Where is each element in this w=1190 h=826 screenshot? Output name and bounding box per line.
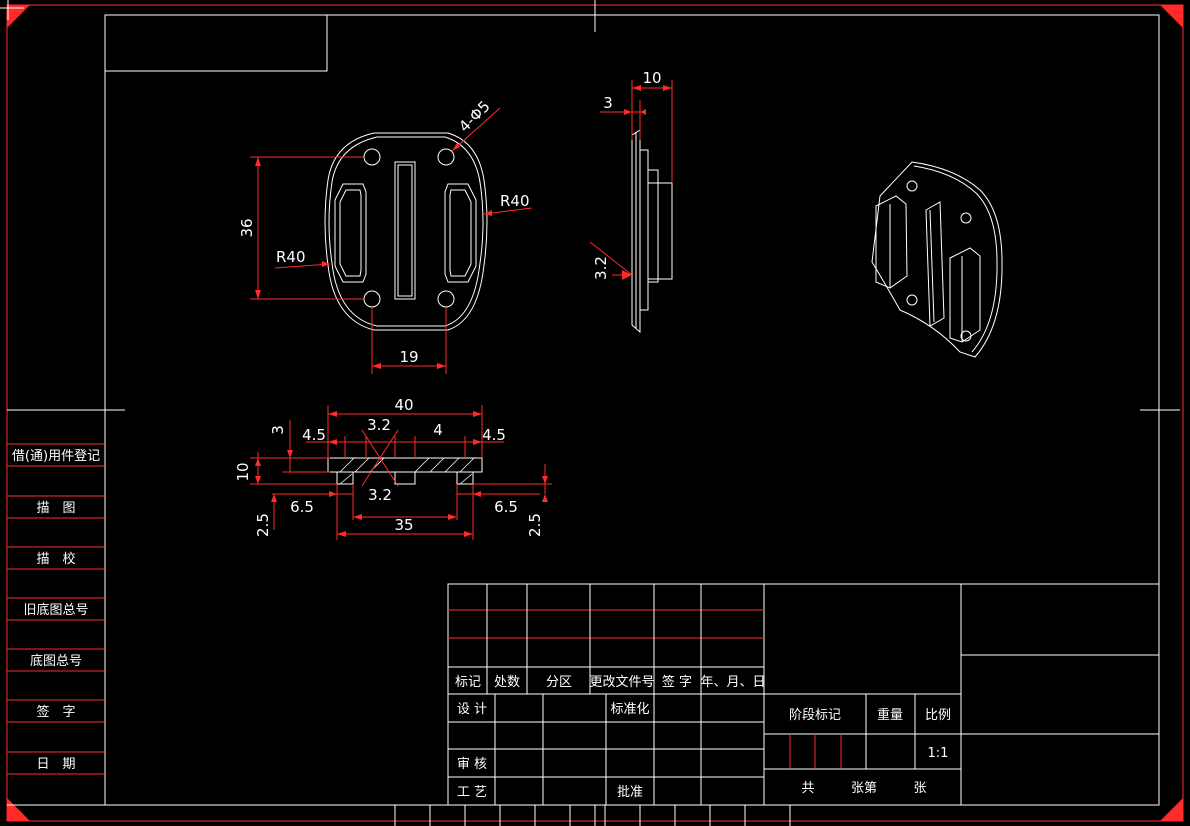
dim-holes: 4-Φ5 xyxy=(455,97,493,135)
corner-marker-bl xyxy=(7,798,30,821)
isometric-view xyxy=(871,161,1003,358)
side-label-master: 底图总号 xyxy=(30,653,82,669)
side-label-trace: 描 图 xyxy=(36,501,75,516)
side-record-block: 借(通)用件登记 描 图 描 校 旧底图总号 底图总号 签 字 日 期 xyxy=(7,409,105,806)
dim-sec-4-5-left: 4.5 xyxy=(302,426,326,444)
side-view: 10 3 3.2 xyxy=(589,69,673,334)
tb-mark: 标记 xyxy=(455,675,481,690)
tb-change-doc: 更改文件号 xyxy=(589,675,654,690)
dim-side-3: 3 xyxy=(603,94,613,112)
tb-sheets-of: 张第 xyxy=(851,781,877,796)
dim-sec-2-5-left: 2.5 xyxy=(254,513,272,537)
dim-sec-40: 40 xyxy=(394,396,413,414)
side-label-trace-check: 描 校 xyxy=(36,551,75,567)
corner-marker-tl xyxy=(7,5,30,28)
tb-count: 处数 xyxy=(494,675,520,690)
tb-scale-value: 1:1 xyxy=(928,746,949,761)
side-label-signature: 签 字 xyxy=(36,704,75,720)
tb-scale-label: 比例 xyxy=(925,708,951,723)
tb-stage-mark: 阶段标记 xyxy=(789,708,841,723)
dim-sec-3: 3 xyxy=(269,425,287,435)
dim-sec-6-5-left: 6.5 xyxy=(290,498,314,516)
corner-marker-br xyxy=(1160,798,1183,821)
tb-sheet: 张 xyxy=(913,781,926,796)
dim-sec-4: 4 xyxy=(433,421,443,439)
dim-sec-10: 10 xyxy=(234,462,252,481)
tb-standardize: 标准化 xyxy=(610,702,649,717)
dim-sec-2-5-right: 2.5 xyxy=(526,513,544,537)
tb-approve: 批准 xyxy=(617,785,643,800)
tb-review: 审 核 xyxy=(457,757,487,772)
tb-process: 工 艺 xyxy=(457,785,487,800)
dim-sec-6-5-right: 6.5 xyxy=(494,498,518,516)
side-label-date: 日 期 xyxy=(36,757,75,772)
title-block: 标记 处数 分区 更改文件号 签 字 年、月、日 设 计 标准化 审 核 工 艺… xyxy=(394,583,1160,826)
section-view: 40 3 4.5 3.2 4 4.5 10 3.2 6.5 6.5 2.5 35… xyxy=(234,396,552,540)
tb-total: 共 xyxy=(801,781,814,796)
corner-marker-tr xyxy=(1160,5,1183,28)
dim-r40-right: R40 xyxy=(500,192,530,210)
side-label-old-master: 旧底图总号 xyxy=(23,602,88,618)
tb-design: 设 计 xyxy=(457,702,487,717)
dim-sec-35: 35 xyxy=(394,516,413,534)
tb-date: 年、月、日 xyxy=(700,675,765,690)
dim-sec-4-5-right: 4.5 xyxy=(482,426,506,444)
dim-19: 19 xyxy=(399,348,418,366)
side-label-registry: 借(通)用件登记 xyxy=(12,449,100,464)
dim-side-10: 10 xyxy=(642,69,661,87)
dim-side-3-2: 3.2 xyxy=(592,256,610,280)
tb-weight: 重量 xyxy=(877,707,903,723)
top-view: 36 19 4-Φ5 R40 R40 xyxy=(238,97,533,374)
dim-sec-3-2-bottom: 3.2 xyxy=(368,486,392,504)
dim-36: 36 xyxy=(238,218,256,237)
dim-r40-left: R40 xyxy=(276,248,306,266)
tb-sign: 签 字 xyxy=(662,674,692,690)
dim-sec-3-2-top: 3.2 xyxy=(367,416,391,434)
tb-zone: 分区 xyxy=(546,675,572,690)
